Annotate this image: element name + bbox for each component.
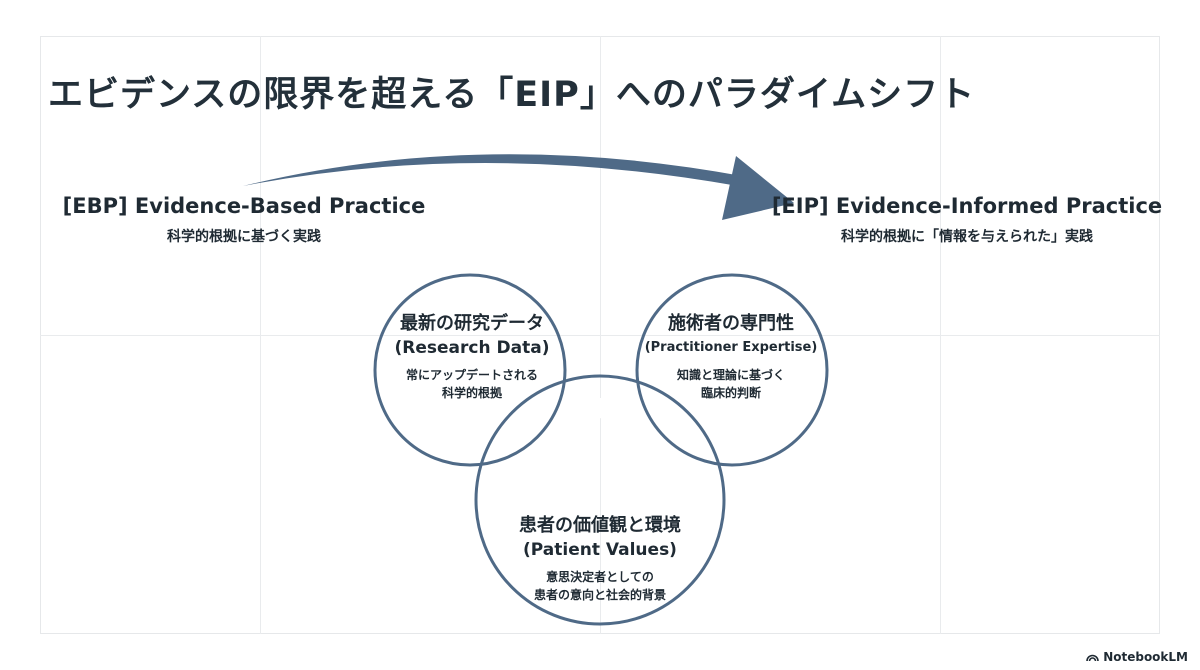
notebooklm-logo-icon [1086, 654, 1099, 662]
eip-heading: [EIP] Evidence-Informed Practice [771, 194, 1163, 218]
expertise-text: 施術者の専門性 (Practitioner Expertise) 知識と理論に基… [645, 312, 818, 402]
patient-values-text: 患者の価値観と環境 (Patient Values) 意思決定者としての 患者の… [519, 514, 681, 604]
ebp-subtitle: 科学的根拠に基づく実践 [167, 229, 321, 245]
patient-values-circle [474, 374, 726, 626]
expertise-title: 施術者の専門性 [667, 313, 794, 334]
research-data-desc-line: 常にアップデートされる [405, 368, 539, 382]
page-title: エビデンスの限界を超える「EIP」へのパラダイムシフト [48, 75, 976, 115]
research-data-desc-line: 科学的根拠 [441, 386, 503, 400]
research-data-title: 最新の研究データ [399, 313, 544, 334]
brand-label: NotebookLM [1103, 650, 1188, 664]
grid-line [40, 335, 1160, 336]
research-data-desc: 常にアップデートされる 科学的根拠 [395, 366, 550, 402]
expertise-desc-line: 知識と理論に基づく [676, 368, 786, 382]
research-data-circle [373, 273, 567, 467]
patient-values-english: (Patient Values) [523, 540, 677, 560]
patient-values-title: 患者の価値観と環境 [519, 515, 681, 536]
eip-center-label: EIP [574, 392, 626, 425]
paradigm-shift-arrow [243, 154, 742, 186]
eip-subtitle: 科学的根拠に「情報を与えられた」実践 [841, 229, 1093, 245]
expertise-desc-line: 臨床的判断 [700, 386, 762, 400]
notebooklm-brand: NotebookLM [1086, 650, 1188, 664]
patient-values-desc-line: 患者の意向と社会的背景 [533, 588, 666, 602]
expertise-english: (Practitioner Expertise) [644, 340, 818, 355]
patient-values-desc: 意思決定者としての 患者の意向と社会的背景 [519, 568, 681, 604]
expertise-desc: 知識と理論に基づく 臨床的判断 [645, 366, 818, 402]
practitioner-expertise-circle [635, 273, 829, 467]
arrow-head-icon [722, 156, 794, 220]
ebp-heading: [EBP] Evidence-Based Practice [62, 194, 426, 218]
research-data-english: (Research Data) [394, 338, 550, 358]
research-data-text: 最新の研究データ (Research Data) 常にアップデートされる 科学的… [395, 312, 550, 402]
patient-values-desc-line: 意思決定者としての [546, 570, 654, 584]
